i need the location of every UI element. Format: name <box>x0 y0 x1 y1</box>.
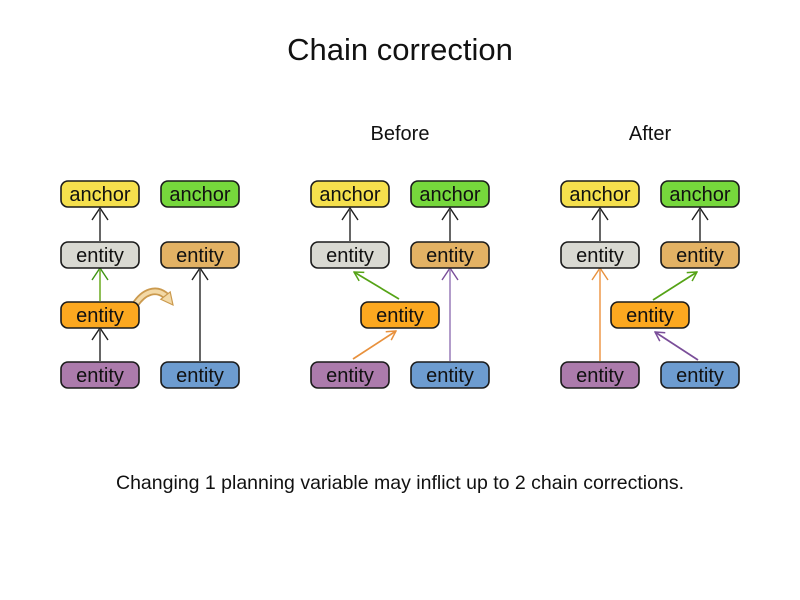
node-box <box>310 361 390 389</box>
node-box <box>60 241 140 269</box>
node-entity-blue: entity <box>410 361 490 389</box>
diagram-group-after: anchor anchor entity entity entity entit… <box>560 180 740 389</box>
node-label: anchor <box>419 184 480 206</box>
node-box <box>310 180 390 208</box>
node-label: entity <box>426 365 474 387</box>
node-entity-purple: entity <box>310 361 390 389</box>
node-label: entity <box>176 245 224 267</box>
page-title: Chain correction <box>287 32 513 67</box>
node-label: anchor <box>319 184 380 206</box>
node-label: anchor <box>69 184 130 206</box>
arrow-purple-to-orange <box>352 331 396 360</box>
arrowhead-dark-icon <box>691 206 709 221</box>
diagram-group-initial: anchor anchor entity entity entity entit… <box>60 180 240 389</box>
caption: Changing 1 planning variable may inflict… <box>116 472 684 494</box>
node-entity-tan: entity <box>160 241 240 269</box>
label-after: After <box>629 123 672 145</box>
node-label: entity <box>326 365 374 387</box>
node-entity-blue: entity <box>660 361 740 389</box>
node-label: entity <box>426 245 474 267</box>
node-box <box>410 241 490 269</box>
node-entity-tan: entity <box>410 241 490 269</box>
arrow-orange-to-gray-green <box>354 272 400 300</box>
node-box <box>660 180 740 208</box>
node-anchor-green: anchor <box>410 180 490 208</box>
node-box <box>610 301 690 329</box>
move-arrow-head <box>159 290 174 307</box>
node-label: entity <box>76 365 124 387</box>
arrowhead-dark-icon <box>341 206 359 221</box>
label-before: Before <box>371 123 430 145</box>
arrow-orange-to-tan-green <box>652 272 697 301</box>
node-entity-blue: entity <box>160 361 240 389</box>
node-entity-purple: entity <box>560 361 640 389</box>
node-entity-gray: entity <box>60 241 140 269</box>
arrowhead-dark-icon <box>441 206 459 221</box>
node-label: entity <box>576 365 624 387</box>
node-box <box>560 180 640 208</box>
arrowhead-dark-icon <box>91 206 109 221</box>
node-label: entity <box>76 245 124 267</box>
node-box <box>160 241 240 269</box>
node-box <box>560 361 640 389</box>
node-label: entity <box>676 245 724 267</box>
node-box <box>660 241 740 269</box>
node-entity-gray: entity <box>560 241 640 269</box>
node-label: entity <box>626 305 674 327</box>
node-box <box>60 301 140 329</box>
node-anchor-green: anchor <box>660 180 740 208</box>
node-box <box>410 361 490 389</box>
node-label: anchor <box>669 184 730 206</box>
node-box <box>310 241 390 269</box>
node-label: entity <box>376 305 424 327</box>
diagram-group-before: anchor anchor entity entity entity entit… <box>310 180 490 389</box>
node-box <box>660 361 740 389</box>
node-label: entity <box>76 305 124 327</box>
node-entity-orange: entity <box>360 301 440 329</box>
node-label: entity <box>176 365 224 387</box>
node-anchor-green: anchor <box>160 180 240 208</box>
node-label: anchor <box>169 184 230 206</box>
node-box <box>60 361 140 389</box>
node-box <box>60 180 140 208</box>
node-box <box>160 180 240 208</box>
node-entity-orange: entity <box>60 301 140 329</box>
node-box <box>410 180 490 208</box>
node-box <box>560 241 640 269</box>
node-label: anchor <box>569 184 630 206</box>
node-entity-purple: entity <box>60 361 140 389</box>
node-label: entity <box>676 365 724 387</box>
node-label: entity <box>576 245 624 267</box>
node-anchor-yellow: anchor <box>60 180 140 208</box>
node-label: entity <box>326 245 374 267</box>
move-curved-arrow-icon <box>131 287 174 309</box>
node-anchor-yellow: anchor <box>310 180 390 208</box>
node-entity-gray: entity <box>310 241 390 269</box>
node-entity-orange: entity <box>610 301 690 329</box>
arrow-blue-to-orange-purple <box>655 332 699 361</box>
arrowhead-dark-icon <box>591 206 609 221</box>
node-anchor-yellow: anchor <box>560 180 640 208</box>
node-box <box>160 361 240 389</box>
move-arrow-body <box>133 289 167 307</box>
node-entity-tan: entity <box>660 241 740 269</box>
node-box <box>360 301 440 329</box>
